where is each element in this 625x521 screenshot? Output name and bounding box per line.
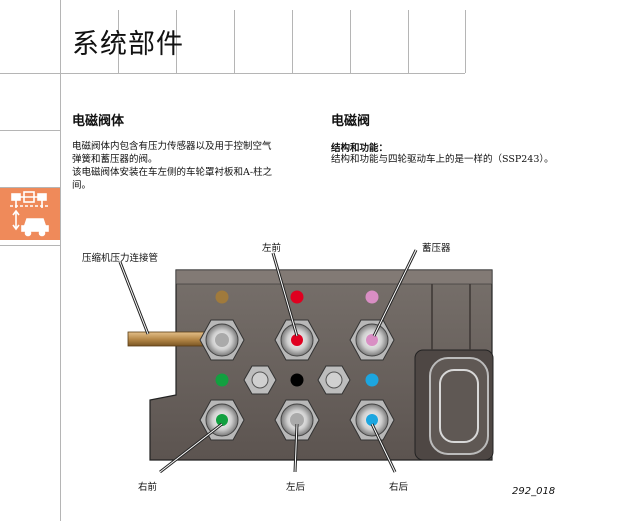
right-paragraph: 结构和功能与四轮驱动车上的是一样的（SSP243）。 — [331, 154, 554, 165]
grid-col-3 — [234, 10, 235, 73]
right-subheading: 结构和功能： — [331, 143, 389, 154]
marker-dot-red — [290, 290, 304, 304]
page-title: 系统部件 — [72, 29, 184, 60]
margin-row-2 — [0, 187, 60, 188]
fitting-bottom-left — [199, 399, 245, 441]
grid-col-6 — [408, 10, 409, 73]
left-paragraph-line: 弹簧和蓄压器的阀。 — [72, 154, 158, 165]
left-paragraph-line: 电磁阀体内包含有压力传感器以及用于控制空气 — [72, 141, 272, 152]
marker-dot-black — [290, 373, 304, 387]
margin-row-3 — [0, 245, 60, 246]
marker-dot-cyan — [365, 373, 379, 387]
grid-col-7 — [465, 10, 466, 73]
header-rule — [0, 73, 465, 74]
label-rear-right: 右后 — [389, 482, 409, 493]
marker-dot-brown — [215, 290, 229, 304]
label-rear-left: 左后 — [286, 482, 306, 493]
margin-rule — [60, 0, 61, 521]
fitting-top-center — [274, 319, 320, 361]
grid-col-5 — [350, 10, 351, 73]
label-front-right: 右前 — [138, 482, 158, 493]
left-heading: 电磁阀体 — [72, 114, 125, 129]
marker-dot-green — [215, 373, 229, 387]
label-accumulator: 蓄压器 — [422, 243, 451, 254]
label-compressor-line: 压缩机压力连接管 — [82, 253, 159, 264]
fitting-top-left — [199, 319, 245, 361]
fitting-top-right — [349, 319, 395, 361]
suspension-icon — [0, 188, 60, 240]
grid-col-1 — [118, 10, 119, 73]
left-paragraph-line: 间。 — [72, 180, 92, 191]
figure-number: 292_018 — [512, 486, 556, 497]
right-heading: 电磁阀 — [331, 114, 371, 129]
fitting-bottom-center — [274, 399, 320, 441]
fitting-mid-right — [317, 365, 351, 395]
margin-row-1 — [0, 130, 60, 131]
fitting-bottom-right — [349, 399, 395, 441]
left-paragraph: 电磁阀体内包含有压力传感器以及用于控制空气 弹簧和蓄压器的阀。 该电磁阀体安装在… — [72, 140, 312, 192]
fitting-mid-left — [243, 365, 277, 395]
label-front-left: 左前 — [262, 243, 282, 254]
marker-dot-pink — [365, 290, 379, 304]
grid-col-2 — [176, 10, 177, 73]
grid-col-4 — [292, 10, 293, 73]
leader-lines — [118, 249, 418, 474]
left-paragraph-line: 该电磁阀体安装在车左侧的车轮罩衬板和A-柱之 — [72, 167, 273, 178]
